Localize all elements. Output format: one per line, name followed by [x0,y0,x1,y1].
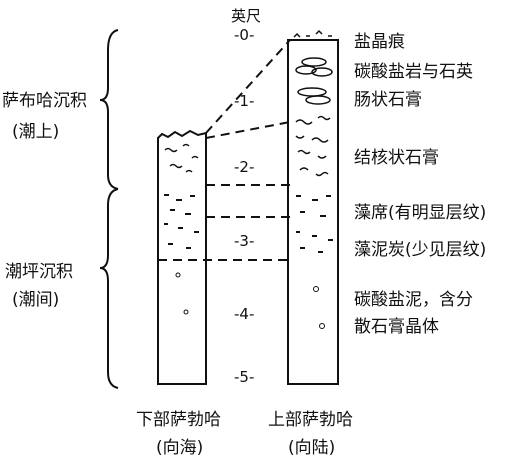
scale-tick-0: -0- [234,26,255,44]
layer-label-enterolithic-gypsum: 肠状石膏 [354,90,422,110]
upper-sabkha-sub: (向陆) [288,438,336,458]
layer-label-carbonate-mud-1: 碳酸盐泥，含分 [354,290,473,310]
scale-unit-label: 英尺 [231,7,262,25]
layer-label-salt-crystal: 盐晶痕 [354,32,405,52]
scale-tick-1: -1- [234,92,255,110]
layer-label-nodular-gypsum: 结核状石膏 [354,148,439,168]
correlation-lines [158,39,291,261]
intertidal-name: 潮坪沉积 [5,262,73,282]
lower-sabkha-sub: (向海) [156,438,204,458]
layer-label-carbonate-mud-2: 散石膏晶体 [354,317,439,337]
upper-sabkha-column [287,29,339,385]
scale-tick-5: -5- [234,368,255,386]
scale-tick-3: -3- [234,232,255,250]
layer-label-algal-mat: 藻席(有明显层纹) [354,203,487,223]
scale-tick-4: -4- [234,305,255,323]
intertidal-sub: (潮间) [12,290,60,310]
layer-label-carbonate-quartz: 碳酸盐岩与石英 [354,62,473,82]
scale-tick-2: -2- [234,158,255,176]
lower-sabkha-name: 下部萨勃哈 [136,410,221,430]
supratidal-name: 萨布哈沉积 [2,91,87,111]
supratidal-sub: (潮上) [12,122,60,142]
layer-label-algal-peat: 藻泥炭(少见层纹) [354,240,487,260]
intertidal-bracket [99,188,119,389]
lower-sabkha-column [157,129,207,385]
upper-sabkha-name: 上部萨勃哈 [268,410,353,430]
supratidal-bracket [99,29,119,190]
